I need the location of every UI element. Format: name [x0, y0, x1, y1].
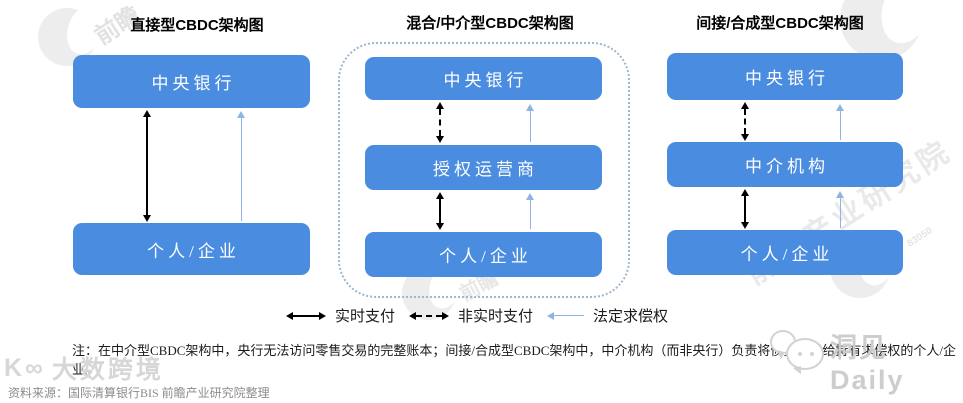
dashed-double-arrow-icon: [409, 311, 450, 320]
column-title-direct: 直接型CBDC架构图: [130, 17, 264, 34]
legend-label-realtime: 实时支付: [335, 308, 396, 325]
non-realtime-payment-arrow: [739, 102, 751, 141]
box-central-bank: 中央银行: [73, 55, 310, 108]
realtime-payment-arrow: [141, 110, 153, 222]
column-title-hybrid: 混合/中介型CBDC架构图: [406, 15, 574, 32]
legend: 实时支付 非实时支付 法定求偿权: [286, 305, 682, 326]
legend-label-non-realtime: 非实时支付: [458, 308, 534, 325]
box-intermediary: 中介机构: [667, 142, 903, 187]
realtime-payment-arrow: [434, 192, 446, 230]
box-individuals-enterprises: 个人/企业: [365, 232, 602, 277]
box-central-bank: 中央银行: [667, 53, 903, 100]
realtime-payment-arrow: [739, 189, 751, 229]
watermark-code: 83050: [905, 225, 935, 250]
legend-label-legal-claim: 法定求偿权: [593, 308, 669, 325]
solid-double-arrow-icon: [286, 311, 326, 320]
non-realtime-payment-arrow: [434, 102, 446, 143]
column-title-indirect: 间接/合成型CBDC架构图: [696, 15, 864, 32]
blue-claim-arrow-icon: [547, 311, 585, 320]
box-central-bank: 中央银行: [365, 57, 602, 100]
box-individuals-enterprises: 个人/企业: [667, 230, 903, 275]
source-line: 资料来源：国际清算银行BIS 前瞻产业研究院整理: [8, 386, 270, 400]
legal-claim-arrow: [834, 191, 846, 228]
box-individuals-enterprises: 个人/企业: [73, 223, 310, 275]
legal-claim-arrow: [524, 193, 536, 229]
box-authorized-operator: 授权运营商: [365, 145, 602, 190]
footnote: 注：在中介型CBDC架构中，央行无法访问零售交易的完整账本；间接/合成型CBDC…: [72, 343, 957, 377]
legal-claim-arrow: [834, 104, 846, 140]
legal-claim-arrow: [235, 111, 247, 221]
legal-claim-arrow: [524, 104, 536, 142]
dashukuajing-logo-icon: K∞: [4, 353, 46, 382]
hybrid-dotted-frame: [338, 42, 630, 298]
